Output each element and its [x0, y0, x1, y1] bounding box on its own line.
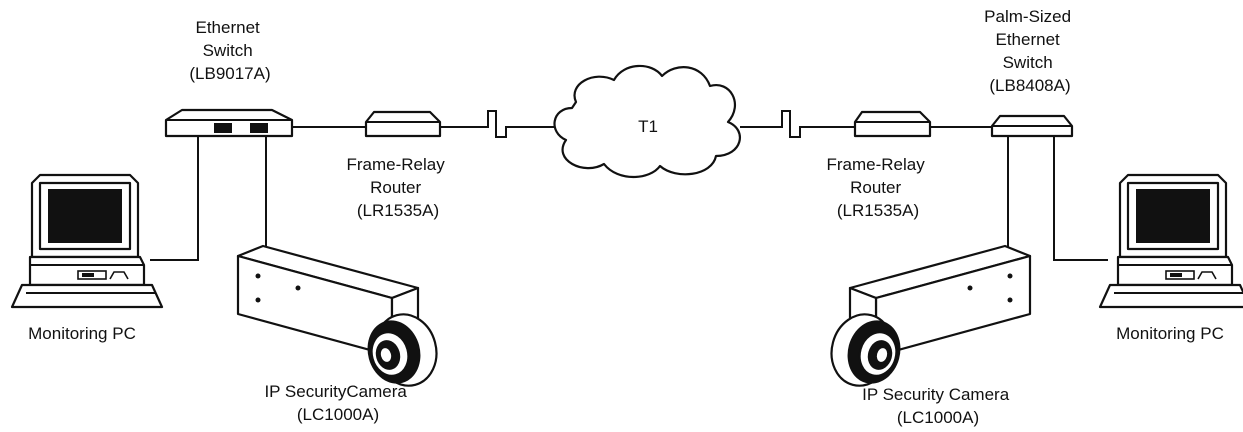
- label-router-right-line3: (LR1535A): [837, 201, 919, 220]
- label-switch-left-line1: Ethernet: [196, 18, 261, 37]
- label-camera-left-line1: IP SecurityCamera: [264, 382, 407, 401]
- label-camera-left-line2: (LC1000A): [297, 405, 379, 424]
- label-camera-left: IP SecurityCamera (LC1000A): [264, 382, 411, 424]
- label-switch-left-line3: (LB9017A): [189, 64, 270, 83]
- link-pc-left-switch: [150, 136, 199, 261]
- monitoring-pc-right-icon: [1098, 173, 1243, 309]
- ip-camera-left-icon: [236, 244, 446, 394]
- label-switch-right-line3: Switch: [1003, 53, 1053, 72]
- label-router-right-line1: Frame-Relay: [827, 155, 926, 174]
- label-router-right-line2: Router: [850, 178, 901, 197]
- label-camera-right-line2: (LC1000A): [897, 408, 979, 427]
- label-camera-right: IP Security Camera (LC1000A): [862, 385, 1014, 427]
- router-right-icon: [853, 110, 932, 138]
- label-pc-left: Monitoring PC: [28, 324, 136, 343]
- label-router-left-line2: Router: [370, 178, 421, 197]
- label-pc-right: Monitoring PC: [1116, 324, 1224, 343]
- monitoring-pc-left-icon: [10, 173, 164, 309]
- palm-switch-right-icon: [990, 114, 1074, 138]
- label-router-left-line1: Frame-Relay: [347, 155, 446, 174]
- links: [150, 110, 1108, 261]
- label-switch-right-line4: (LB8408A): [989, 76, 1070, 95]
- link-cloud-router-right: [740, 110, 855, 138]
- ethernet-switch-left-icon: [164, 108, 294, 138]
- cloud-icon: [553, 64, 741, 178]
- label-switch-left-line2: Switch: [203, 41, 253, 60]
- ip-camera-right-icon: [822, 244, 1032, 394]
- label-router-right: Frame-Relay Router (LR1535A): [827, 155, 930, 220]
- label-router-left-line3: (LR1535A): [357, 201, 439, 220]
- router-left-icon: [364, 110, 442, 138]
- link-router-left-cloud: [440, 110, 560, 138]
- label-cloud: T1: [638, 117, 658, 136]
- link-switch-right-pc: [1053, 136, 1108, 261]
- label-switch-right-line2: Ethernet: [996, 30, 1061, 49]
- label-router-left: Frame-Relay Router (LR1535A): [347, 155, 450, 220]
- label-switch-left: Ethernet Switch (LB9017A): [189, 18, 270, 83]
- label-switch-right-line1: Palm-Sized: [984, 7, 1071, 26]
- label-camera-right-line1: IP Security Camera: [862, 385, 1010, 404]
- label-switch-right: Palm-Sized Ethernet Switch (LB8408A): [984, 7, 1076, 95]
